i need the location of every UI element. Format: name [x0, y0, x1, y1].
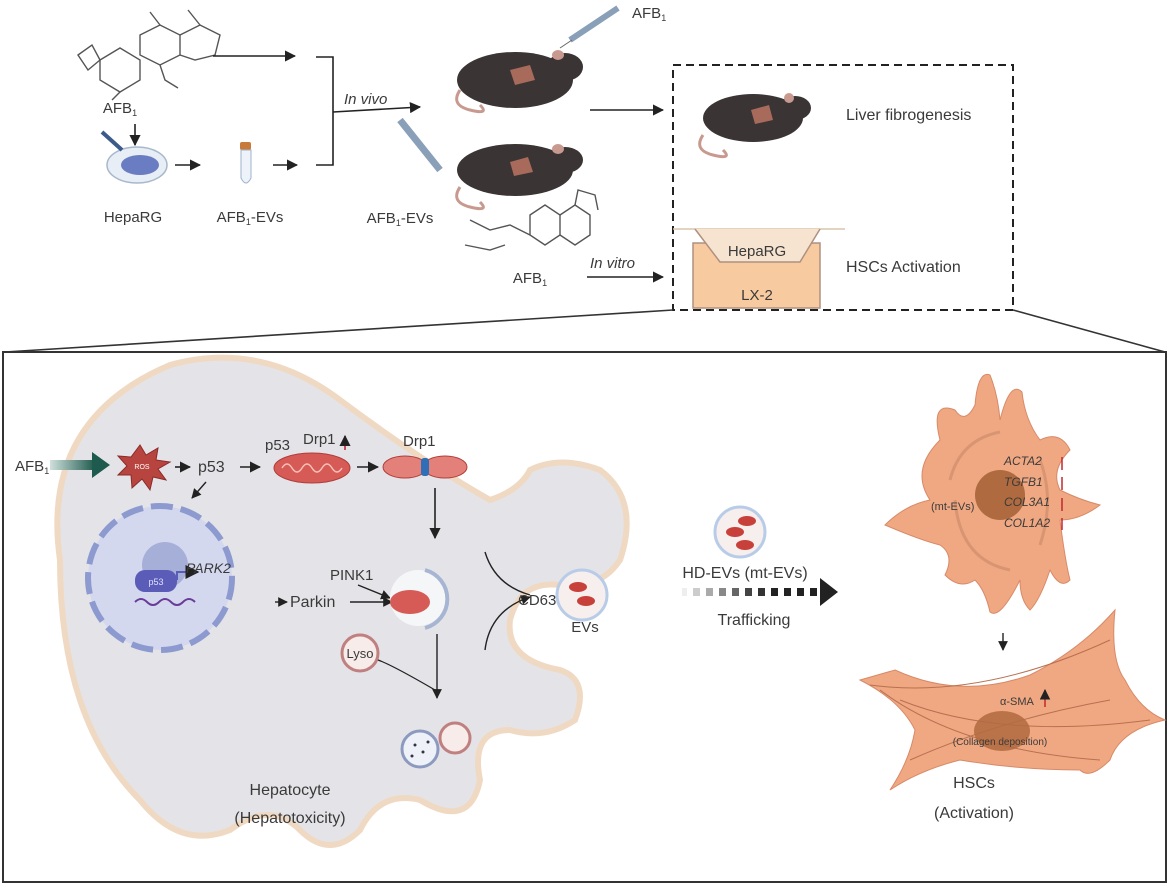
drp1-label: Drp1 — [403, 433, 436, 450]
gene-col1a2: COL1A2 — [1004, 516, 1050, 530]
in-vitro-label: In vitro — [590, 255, 635, 272]
syringe-icon — [397, 117, 443, 173]
gene-tgfb1: TGFB1 — [1004, 475, 1043, 489]
afb1-hepatocyte-label: AFB1 — [15, 458, 49, 476]
hepatocyte-label: Hepatocyte — [250, 782, 331, 799]
arrow — [484, 551, 531, 596]
afb1-molecule-icon — [464, 189, 599, 251]
dividing-mitochondrion-icon — [382, 455, 468, 479]
gene-acta2: ACTA2 — [1003, 454, 1042, 468]
tube-icon — [240, 142, 252, 184]
ev-vesicle-icon — [555, 568, 609, 622]
hscs-activation-label: HSCs Activation — [846, 259, 961, 276]
mouse-icon — [455, 50, 583, 114]
mouse-icon — [698, 93, 811, 159]
arrow — [191, 481, 207, 499]
afb1-injection-label: AFB1 — [632, 5, 666, 23]
mitophagosome-icon — [390, 568, 450, 630]
arrow — [377, 659, 436, 691]
trafficking-label: Trafficking — [718, 612, 791, 629]
transwell-lx2-label: LX-2 — [741, 287, 773, 304]
hsc-activated-cell — [858, 608, 1167, 791]
hd-evs-label: HD-EVs (mt-EVs) — [682, 565, 807, 582]
afb1-evs-label: AFB1-EVs — [217, 209, 284, 227]
outcome-box — [672, 64, 1014, 311]
park2-label: PARK2 — [186, 560, 231, 576]
zoom-line — [1012, 309, 1166, 353]
nucleus-icon — [85, 503, 235, 653]
afb1-second-label: AFB1 — [513, 270, 547, 288]
drp1-up-label: Drp1 — [303, 431, 336, 448]
trafficking-arrow — [682, 578, 838, 606]
hsc-organelles — [948, 430, 1049, 572]
liver-fibrogenesis-label: Liver fibrogenesis — [846, 107, 971, 124]
in-vivo-label: In vivo — [344, 91, 387, 108]
hsc-nucleus — [975, 470, 1025, 520]
ros-label: ROS — [134, 464, 150, 471]
mt-evs-label: (mt-EVs) — [931, 501, 974, 513]
heparg-label: HepaRG — [104, 209, 162, 226]
hsc-activated-nucleus — [974, 711, 1030, 751]
nucleus-p53-label: p53 — [148, 577, 163, 587]
arrow — [484, 595, 531, 651]
transwell-heparg-label: HepaRG — [728, 243, 786, 260]
mitochondrion-icon — [273, 452, 351, 484]
evs-label: EVs — [571, 619, 599, 636]
hepatocyte-cell — [54, 354, 630, 848]
arrow — [357, 584, 391, 600]
hscs-label: HSCs — [953, 775, 995, 792]
parkin-label: Parkin — [290, 594, 335, 611]
pink1-label: PINK1 — [330, 567, 373, 584]
in-vivo-arrow — [332, 101, 422, 114]
afb1-label: AFB1 — [103, 100, 137, 118]
afb1-molecule-icon — [77, 9, 221, 101]
afb1-entry-arrow — [50, 452, 110, 478]
hscs-activation-state: (Activation) — [934, 805, 1014, 822]
petri-dish-icon — [100, 130, 168, 184]
autolysosome-icon — [400, 721, 472, 769]
ros-burst-icon — [116, 444, 172, 492]
cd63-label: CD63 — [518, 592, 556, 609]
alpha-sma-label: α-SMA — [1000, 696, 1035, 708]
transwell-icon — [673, 228, 845, 309]
p53-label: p53 — [198, 459, 225, 476]
lysosome-icon — [340, 633, 380, 673]
zoom-line — [4, 309, 674, 353]
hepatotoxicity-label: (Hepatotoxicity) — [234, 810, 345, 827]
collagen-label: (Collagen deposition) — [953, 737, 1048, 748]
gene-col3a1: COL3A1 — [1004, 495, 1050, 509]
mouse-icon — [455, 144, 583, 211]
bracket — [316, 56, 334, 166]
syringe-icon — [559, 5, 620, 49]
hd-ev-icon — [713, 505, 767, 559]
afb1-evs-injection-label: AFB1-EVs — [367, 210, 434, 228]
lyso-label: Lyso — [347, 646, 374, 661]
p53-label-2: p53 — [265, 437, 290, 454]
